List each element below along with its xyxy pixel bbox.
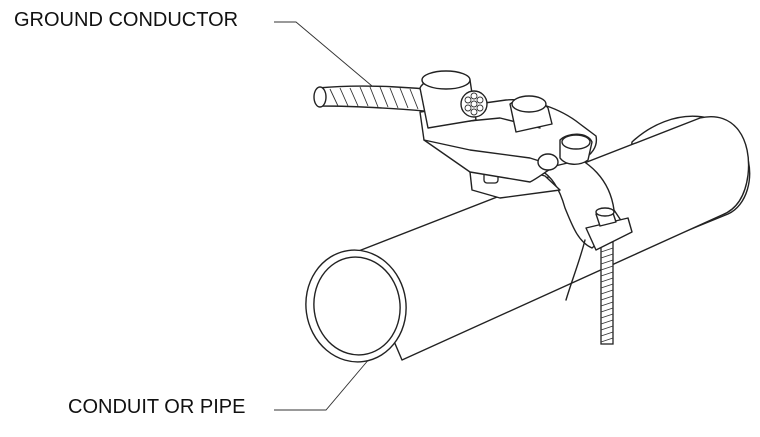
pipe bbox=[305, 115, 751, 363]
pipe-body bbox=[355, 116, 750, 361]
wire-lug bbox=[419, 70, 488, 129]
ground-conductor-label: GROUND CONDUCTOR bbox=[14, 9, 239, 31]
clamp-strap bbox=[539, 149, 633, 301]
ground-conductor-leader bbox=[274, 21, 373, 87]
conduit-leader bbox=[274, 357, 371, 411]
pipe-rim-inner bbox=[313, 256, 401, 356]
hinge-pin bbox=[537, 133, 593, 171]
pipe-rim-outer bbox=[305, 249, 407, 363]
wire-strands bbox=[329, 86, 429, 111]
wire-end bbox=[460, 90, 488, 118]
threaded-rod bbox=[600, 231, 614, 345]
conduit-or-pipe-label: CONDUIT OR PIPE bbox=[68, 396, 246, 418]
